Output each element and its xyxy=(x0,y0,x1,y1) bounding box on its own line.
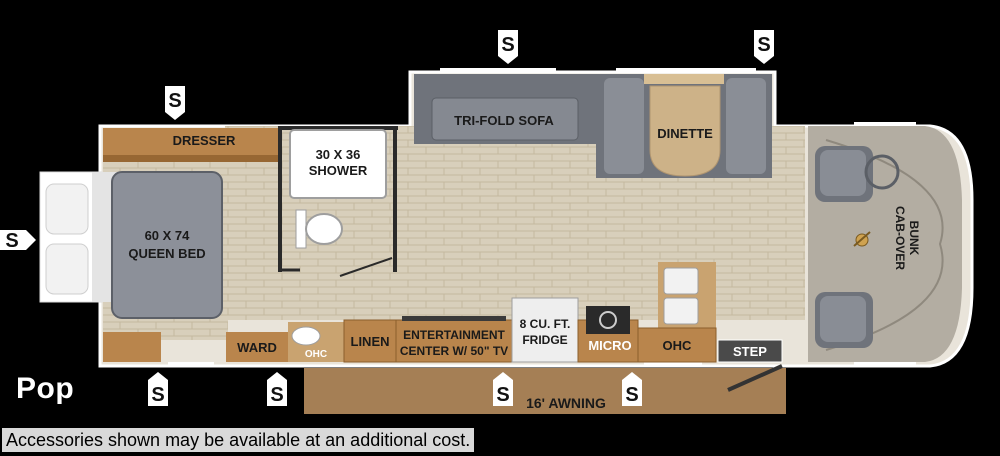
toilet xyxy=(295,209,343,249)
svg-text:S: S xyxy=(757,34,770,56)
dinette: DINETTE xyxy=(596,74,772,178)
galley-ohc: OHC xyxy=(637,327,717,363)
svg-text:S: S xyxy=(151,384,164,406)
svg-text:S: S xyxy=(270,384,283,406)
cab: CAB-OVER BUNK xyxy=(808,126,962,362)
entertainment-center: ENTERTAINMENT CENTER W/ 50" TV xyxy=(395,316,513,363)
slide-markers: S S S S S S S S xyxy=(0,30,774,406)
entertainment-label-2: CENTER W/ 50" TV xyxy=(400,344,508,358)
svg-text:S: S xyxy=(625,384,638,406)
steering-wheel-icon xyxy=(864,154,900,190)
entry-step: STEP xyxy=(717,339,783,363)
shower: 30 X 36 SHOWER xyxy=(289,129,387,199)
awning: 16' AWNING xyxy=(304,364,786,414)
slide-marker: S xyxy=(0,230,36,252)
fridge: 8 CU. FT. FRIDGE xyxy=(511,297,579,363)
step-label: STEP xyxy=(733,344,767,359)
dresser-label: DRESSER xyxy=(173,133,236,148)
bed-label: QUEEN BED xyxy=(128,246,205,261)
entertainment-label-1: ENTERTAINMENT xyxy=(403,328,505,342)
slide-marker: S xyxy=(148,372,168,406)
ward-label: WARD xyxy=(237,340,277,355)
bunk-label-1: CAB-OVER xyxy=(893,206,907,270)
sink xyxy=(658,262,716,328)
slide-marker: S xyxy=(622,372,642,406)
microwave-cooktop: MICRO xyxy=(577,306,639,363)
tri-fold-sofa: TRI-FOLD SOFA xyxy=(414,74,596,144)
pillow xyxy=(45,243,89,295)
pillow xyxy=(45,183,89,235)
dresser: DRESSER xyxy=(103,128,278,162)
linen-label: LINEN xyxy=(351,334,390,349)
slide-marker: S xyxy=(165,86,185,120)
fridge-size-label: 8 CU. FT. xyxy=(520,317,571,331)
shower-label: SHOWER xyxy=(309,163,368,178)
linen-cabinet: LINEN xyxy=(343,319,397,363)
awning-label: 16' AWNING xyxy=(526,395,606,411)
slide-marker: S xyxy=(267,372,287,406)
ward-cabinet: WARD xyxy=(226,332,288,362)
bed-size-label: 60 X 74 xyxy=(145,228,191,243)
nightstand xyxy=(103,332,161,362)
bathroom xyxy=(278,126,398,277)
windows xyxy=(168,68,916,366)
slide-marker: S xyxy=(754,30,774,64)
bath-sink: OHC xyxy=(288,322,344,362)
bunk-label-2: BUNK xyxy=(907,221,921,256)
svg-text:S: S xyxy=(5,230,18,252)
svg-text:S: S xyxy=(496,384,509,406)
ohc-label: OHC xyxy=(663,338,693,353)
slide-marker: S xyxy=(493,372,513,406)
slide-marker: S xyxy=(498,30,518,64)
queen-bed: 60 X 74 QUEEN BED xyxy=(111,171,223,319)
shower-size-label: 30 X 36 xyxy=(316,147,361,162)
svg-text:S: S xyxy=(501,34,514,56)
model-name: Pop xyxy=(16,372,75,405)
micro-label: MICRO xyxy=(588,338,631,353)
disclaimer: Accessories shown may be available at an… xyxy=(2,428,475,452)
bed-slide xyxy=(39,171,122,303)
fridge-label: FRIDGE xyxy=(522,333,567,347)
dinette-label: DINETTE xyxy=(657,126,713,141)
svg-text:S: S xyxy=(168,90,181,112)
sofa-label: TRI-FOLD SOFA xyxy=(454,113,554,128)
bath-ohc-label: OHC xyxy=(305,349,327,360)
